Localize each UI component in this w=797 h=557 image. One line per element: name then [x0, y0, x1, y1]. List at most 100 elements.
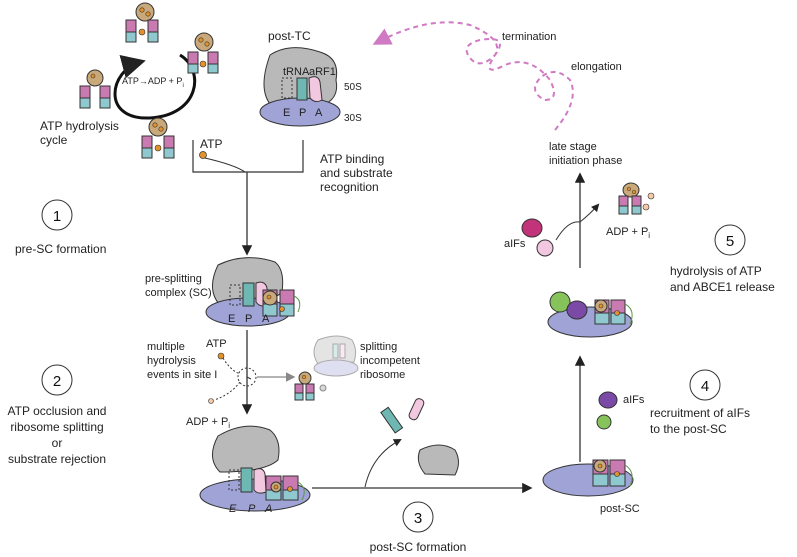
step-4-circle — [689, 369, 721, 401]
step-1-label: pre-SC formation — [15, 242, 106, 256]
step-2-label-line-1: ATP occlusion and — [8, 404, 107, 418]
pre-sc-trna — [242, 282, 255, 307]
trna-shape — [296, 77, 308, 101]
e-site-box — [281, 77, 293, 99]
post-tc-complex: post-TC tRNA aRF1 50S 30S E P A — [259, 29, 362, 127]
step-2-label-line-4: substrate rejection — [8, 452, 106, 466]
pi-molecule — [208, 398, 214, 404]
atp-binding-step: ATP ATP binding and substrate recognitio… — [192, 137, 393, 256]
phases-dashed-path — [372, 21, 574, 131]
cycle-caption-line-1: ATP hydrolysis — [40, 119, 119, 133]
release-curve-arrow — [364, 439, 402, 488]
hydrolysis-adp-label: ADP + Pi — [186, 416, 230, 430]
pre-sc-abce1 — [262, 289, 301, 317]
incompetent-caption-line-2: incompetent — [360, 355, 420, 367]
site-a-label: A — [315, 107, 323, 119]
arf1-label: aRF1 — [309, 66, 336, 78]
step-2-circle — [41, 364, 73, 396]
atp-binding-caption-line-3: recognition — [320, 180, 379, 194]
release-aifs-label: aIFs — [504, 238, 526, 250]
step-5-label-line-1: hydrolysis of ATP — [670, 264, 762, 278]
release-arrow — [555, 203, 600, 241]
split-sc-arf1 — [253, 468, 267, 494]
split-sc-trna — [240, 467, 253, 493]
binding-bracket — [192, 140, 304, 173]
step-4-label-line-1: recruitment of aIFs — [650, 406, 750, 420]
incompetent-caption-line-3: ribosome — [360, 369, 405, 381]
translation-phases: termination elongation late stage initia… — [372, 21, 622, 167]
cycle-caption-line-2: cycle — [40, 133, 68, 147]
hydrolysis-caption-line-3: events in site I — [147, 369, 217, 381]
initiation-label-line-2: initiation phase — [549, 155, 622, 167]
aif-purple — [598, 391, 618, 409]
abce1-glyph-top — [125, 2, 159, 43]
split-sc-complex: E P A — [199, 425, 311, 515]
trna-label: tRNA — [283, 66, 310, 78]
step-3-circle — [402, 501, 434, 533]
label-30s: 30S — [344, 113, 362, 124]
adp-out-path — [213, 381, 241, 401]
step-1: 1 pre-SC formation — [15, 199, 106, 256]
pre-sc-site-e: E — [228, 313, 235, 325]
pre-sc-e-site — [229, 284, 241, 306]
pre-sc-caption-line-1: pre-splitting — [145, 273, 202, 285]
split-sc-e-site — [228, 469, 240, 491]
init-aif-green — [549, 291, 571, 313]
atp-hydrolysis-cycle: ATP→ADP + Pi — [40, 2, 219, 159]
post-sc-caption: post-SC — [600, 503, 640, 515]
hydrolysis-caption-line-2: hydrolysis — [147, 355, 196, 367]
step-3-label: post-SC formation — [370, 540, 467, 554]
abce1-glyph-left — [79, 69, 111, 109]
atp-label: ATP — [200, 137, 222, 151]
pre-sc-site-a: A — [262, 313, 270, 325]
hydrolysis-atp-molecule — [217, 352, 225, 360]
split-sc-site-a: A — [264, 503, 272, 515]
step-2-label-line-3: or — [52, 436, 63, 450]
step-5-circle — [714, 224, 746, 256]
split-sc-abce1 — [265, 475, 305, 501]
initiation-complex — [547, 291, 633, 338]
step-1-number: 1 — [53, 208, 61, 225]
step-3-number: 3 — [414, 510, 422, 527]
split-sc-site-p: P — [248, 503, 256, 515]
step-4-label-line-2: to the post-SC — [650, 422, 727, 436]
release-adp-label: ADP + Pi — [606, 226, 650, 240]
released-trna — [380, 406, 404, 434]
rejected-abce1 — [294, 371, 327, 401]
step-2-number: 2 — [53, 373, 61, 390]
released-arf1 — [408, 398, 425, 421]
atp-in-path — [222, 357, 241, 375]
arf1-shape — [308, 76, 323, 103]
post-sc-complex: post-SC — [542, 459, 640, 515]
step-4-number: 4 — [701, 378, 709, 395]
atp-binding-caption-line-1: ATP binding — [320, 152, 384, 166]
splitting-incompetent-ribosome — [313, 335, 359, 377]
termination-label: termination — [502, 31, 556, 43]
site-e-label: E — [283, 107, 290, 119]
hydrolysis-step: multiple hydrolysis events in site I ATP… — [147, 330, 296, 430]
step-2: 2 ATP occlusion and ribosome splitting o… — [8, 364, 107, 466]
step-5-label-line-2: and ABCE1 release — [670, 280, 775, 294]
step-4: 4 recruitment of aIFs to the post-SC — [650, 369, 750, 436]
released-abce1: ADP + Pi — [606, 182, 655, 240]
incompetent-small-subunit — [313, 359, 359, 377]
atp-binding-caption-line-2: and substrate — [320, 166, 393, 180]
step-2-label-line-2: ribosome splitting — [10, 420, 103, 434]
abce1-glyph-bottom — [141, 117, 175, 159]
split-sc-site-e: E — [229, 503, 237, 515]
cycle-arrow — [113, 53, 197, 120]
pre-sc-site-p: P — [245, 313, 252, 325]
pre-sc-complex: pre-splitting complex (SC) E P A — [145, 257, 301, 327]
step-3: 3 post-SC formation — [370, 501, 467, 554]
elongation-label: elongation — [571, 61, 622, 73]
site-p-label: P — [299, 107, 306, 119]
atp-molecule — [199, 151, 207, 159]
incompetent-caption-line-1: splitting — [360, 341, 397, 353]
post-tc-title: post-TC — [268, 29, 311, 43]
pre-sc-caption-line-2: complex (SC) — [145, 287, 212, 299]
step-5-number: 5 — [726, 233, 734, 250]
released-aifs: aIFs — [504, 218, 554, 257]
abce1-glyph-right — [187, 32, 219, 74]
release-aif-magenta — [521, 218, 543, 238]
